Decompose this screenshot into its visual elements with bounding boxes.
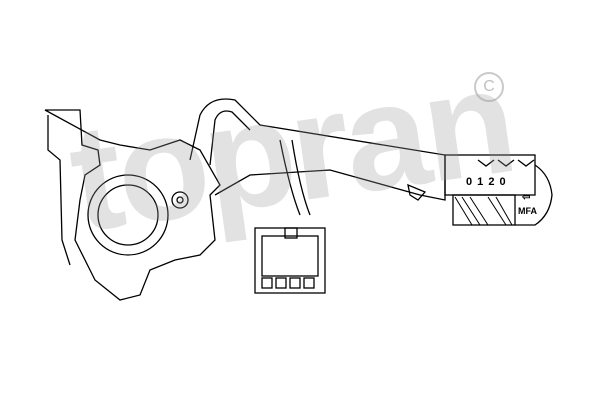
cable <box>279 139 311 216</box>
arrow-label: ⇦ <box>522 192 531 203</box>
mfa-label: MFA <box>518 206 537 216</box>
lever-arm <box>189 98 446 201</box>
copyright-icon: C <box>474 72 504 102</box>
bracket <box>44 109 221 301</box>
column-ring <box>87 174 169 256</box>
position-code-label: 0 1 2 0 <box>466 176 507 188</box>
